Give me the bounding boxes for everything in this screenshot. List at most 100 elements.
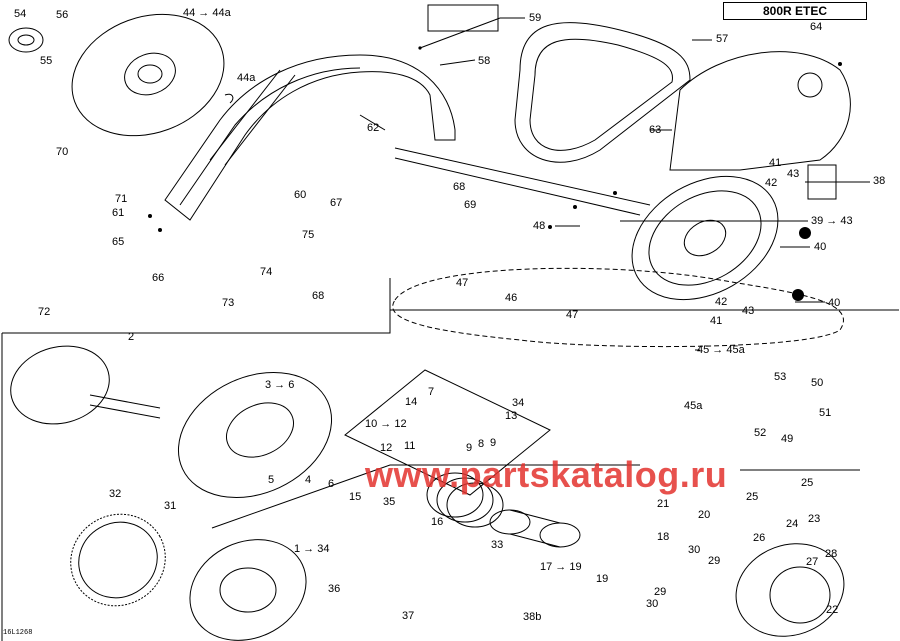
callout-27: 27	[806, 556, 819, 568]
diagram-code: 16L1268	[3, 629, 33, 637]
sheave-44-shape	[71, 13, 234, 137]
housing-1-shape	[189, 539, 307, 641]
callout-62: 62	[367, 122, 380, 134]
callout-75: 75	[302, 229, 315, 241]
callout-23: 23	[808, 513, 821, 525]
callout-9-right: 9	[490, 437, 497, 449]
callout-40-bottom: 40	[828, 297, 841, 309]
callout-45a: 45a	[684, 400, 703, 412]
callout-57: 57	[716, 33, 729, 45]
callout-34-top: 34	[512, 397, 525, 409]
callout-60: 60	[294, 189, 307, 201]
callout-51: 51	[819, 407, 832, 419]
callout-41-bottom: 41	[710, 315, 723, 327]
callout-18: 18	[657, 531, 670, 543]
callout-22: 22	[826, 604, 839, 616]
ring-gear-31-shape	[70, 513, 166, 607]
callout-20: 20	[698, 509, 711, 521]
callout-38b: 38b	[523, 611, 542, 623]
callout-47-left: 47	[456, 277, 469, 289]
callout-12: 12	[380, 442, 393, 454]
callout-3: 3 → 6	[265, 379, 295, 391]
callout-42-bottom: 42	[715, 296, 728, 308]
callout-17: 17 → 19	[540, 561, 582, 573]
callout-25-left: 25	[746, 491, 759, 503]
watermark-text: www.partskatalog.ru	[365, 454, 728, 495]
spring-16-shape	[426, 472, 504, 528]
callout-38: 38	[873, 175, 886, 187]
belt-57-shape	[514, 22, 691, 163]
callout-9-left: 9	[466, 442, 473, 454]
callout-40-top: 40	[814, 241, 827, 253]
sheave-3-shape	[177, 372, 333, 498]
callout-43-top: 43	[787, 168, 800, 180]
driven-pulley-39-shape	[631, 175, 779, 301]
callout-61: 61	[112, 207, 125, 219]
callout-35: 35	[383, 496, 396, 508]
callout-55: 55	[40, 55, 53, 67]
callout-16: 16	[431, 516, 444, 528]
callout-41-top: 41	[769, 157, 782, 169]
callout-52: 52	[754, 427, 767, 439]
washer-54-shape	[8, 27, 44, 53]
callout-5: 5	[268, 474, 275, 486]
callout-47-right: 47	[566, 309, 579, 321]
callout-56: 56	[56, 9, 69, 21]
callout-70: 70	[56, 146, 69, 158]
callout-15: 15	[349, 491, 362, 503]
callout-26: 26	[753, 532, 766, 544]
callout-4: 4	[305, 474, 312, 486]
callout-6: 6	[328, 478, 335, 490]
callout-8: 8	[478, 438, 485, 450]
callout-67: 67	[330, 197, 343, 209]
callout-45: 45 → 45a	[697, 344, 745, 356]
callout-48: 48	[533, 220, 546, 232]
callout-66: 66	[152, 272, 165, 284]
callout-19: 19	[596, 573, 609, 585]
callout-68-top: 68	[453, 181, 466, 193]
callout-30-bottom: 30	[646, 598, 659, 610]
callout-11: 11	[404, 440, 416, 452]
callout-59: 59	[529, 12, 542, 24]
callout-44a: 44a	[237, 72, 256, 84]
callout-37: 37	[402, 610, 415, 622]
decal-59-shape	[427, 4, 499, 32]
callout-53: 53	[774, 371, 787, 383]
callout-31: 31	[164, 500, 177, 512]
callout-24: 24	[786, 518, 799, 530]
callout-21: 21	[657, 498, 670, 510]
inset-box-7-14	[344, 369, 551, 496]
dashed-group-outline	[392, 267, 844, 348]
assembly-22-shape	[735, 543, 845, 637]
callout-28: 28	[825, 548, 838, 560]
callout-39: 39 → 43	[811, 215, 853, 227]
callout-46: 46	[505, 292, 518, 304]
callout-2: 2	[128, 331, 135, 343]
callout-54: 54	[14, 8, 27, 20]
callout-30-top: 30	[688, 544, 701, 556]
callout-63: 63	[649, 124, 662, 136]
callout-7: 7	[428, 386, 435, 398]
callout-65: 65	[112, 236, 125, 248]
callout-33: 33	[491, 539, 504, 551]
callout-58: 58	[478, 55, 491, 67]
callout-14: 14	[405, 396, 418, 408]
shaft-line	[394, 147, 651, 206]
callout-49: 49	[781, 433, 794, 445]
chaincase-58-shape	[164, 54, 456, 221]
callout-29-bottom: 29	[654, 586, 667, 598]
callout-73: 73	[222, 297, 235, 309]
callout-25-right: 25	[801, 477, 814, 489]
callout-42-top: 42	[765, 177, 778, 189]
sleeve-33-shape	[489, 509, 581, 548]
callout-1: 1 → 34	[294, 543, 330, 555]
callout-69: 69	[464, 199, 477, 211]
drive-pulley-2-shape	[10, 345, 161, 425]
callout-29-top: 29	[708, 555, 721, 567]
callout-13: 13	[505, 410, 518, 422]
callout-72: 72	[38, 306, 51, 318]
callout-71: 71	[115, 193, 128, 205]
callout-50: 50	[811, 377, 824, 389]
